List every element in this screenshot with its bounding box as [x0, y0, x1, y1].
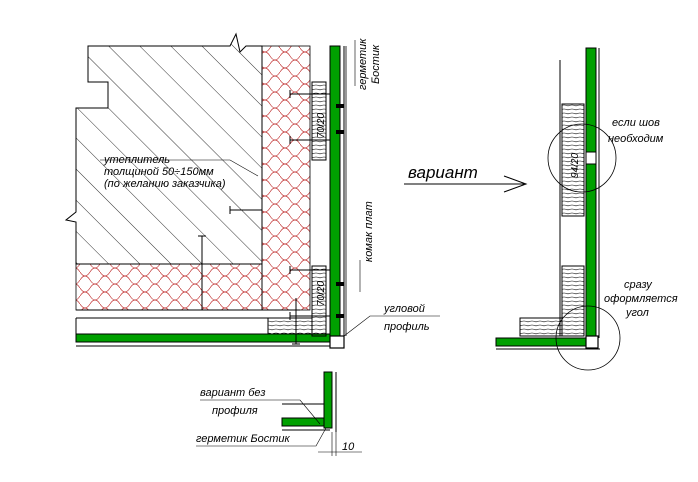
no-profile-label-1: вариант без — [200, 387, 266, 399]
corner-right-label-2: оформляется — [604, 293, 678, 305]
corner-profile-label-1: угловой — [383, 303, 425, 315]
sealant-top-label-2: Бостик — [370, 44, 382, 84]
dim-right-label: 94/20 — [570, 153, 581, 178]
sealant-bottom-label: герметик Бостик — [196, 433, 291, 445]
no-profile-label-2: профиля — [212, 405, 258, 417]
insulation-label-1: утеплитель — [103, 154, 170, 166]
variant-label: вариант — [408, 163, 478, 182]
corner-right-label-1: сразу — [624, 279, 653, 291]
insulation-label-2: толщиной 50÷150мм — [104, 166, 214, 178]
seam-label-1: если шов — [612, 117, 660, 129]
corner-profile-label-2: профиль — [384, 321, 430, 333]
dim-top-label: 70/20 — [316, 113, 327, 138]
dim-bottom-label: 70/20 — [316, 281, 327, 306]
insulation-label-3: (по желанию заказчика) — [104, 178, 226, 190]
variant-section — [495, 47, 621, 371]
seam-label-2: необходим — [608, 133, 664, 145]
no-profile-detail — [196, 371, 362, 456]
board-label: комак плат — [363, 201, 375, 262]
corner-right-label-3: угол — [625, 307, 649, 319]
wall-section — [64, 32, 440, 349]
variant-arrow — [404, 175, 528, 193]
dim-ten-label: 10 — [342, 441, 355, 453]
sealant-top-label-1: герметик — [357, 38, 369, 90]
